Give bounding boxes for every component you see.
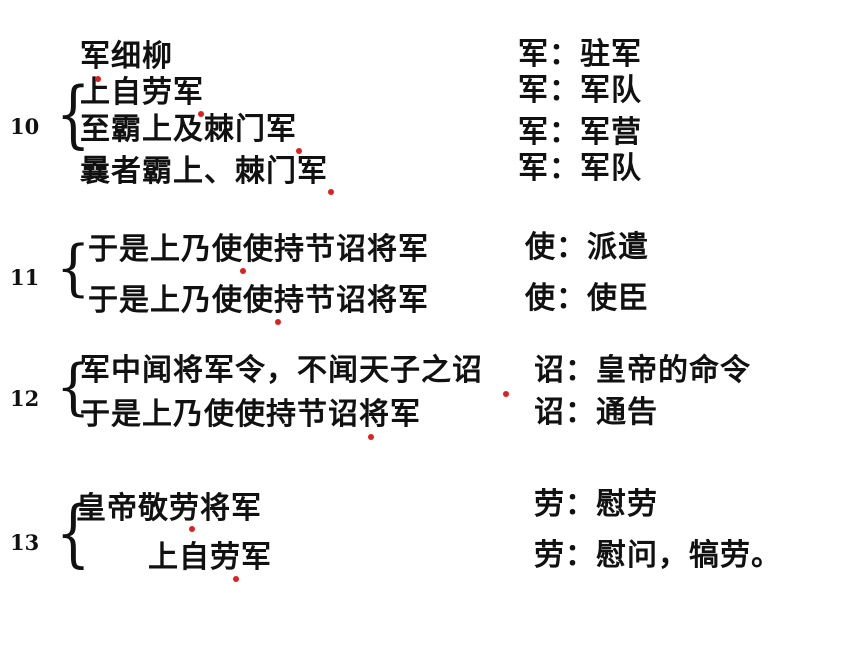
emphasis-dot <box>233 576 239 582</box>
item-number-11: 11 <box>10 265 40 290</box>
emphasis-dot <box>198 111 204 117</box>
item-number-10: 10 <box>10 114 40 139</box>
brace-11: { <box>56 232 91 303</box>
phrase-10-3: 至霸上及棘门军 <box>80 112 297 147</box>
gloss-10-2: 军：军队 <box>518 73 642 108</box>
item-number-12: 12 <box>10 386 40 411</box>
emphasis-dot <box>240 268 246 274</box>
emphasis-dot <box>189 526 195 532</box>
emphasis-dot <box>328 189 334 195</box>
gloss-11-1: 使：派遣 <box>525 230 649 265</box>
gloss-13-2: 劳：慰问，犒劳。 <box>534 538 782 573</box>
brace-13: { <box>56 490 91 576</box>
phrase-13-1: 皇帝敬劳将军 <box>76 491 262 526</box>
emphasis-dot <box>275 319 281 325</box>
emphasis-dot <box>368 434 374 440</box>
emphasis-dot <box>503 391 509 397</box>
brace-12: { <box>56 351 91 422</box>
phrase-10-2: 上自劳军 <box>80 75 204 110</box>
phrase-12-2: 于是上乃使使持节诏将军 <box>80 397 421 432</box>
gloss-12-1: 诏：皇帝的命令 <box>534 353 751 388</box>
phrase-13-2: 上自劳军 <box>148 540 272 575</box>
emphasis-dot <box>296 148 302 154</box>
gloss-13-1: 劳：慰劳 <box>534 487 658 522</box>
phrase-12-1: 军中闻将军令，不闻天子之诏 <box>80 353 483 388</box>
phrase-10-4: 曩者霸上、棘门军 <box>80 154 328 189</box>
emphasis-dot <box>95 76 101 82</box>
phrase-11-2: 于是上乃使使持节诏将军 <box>88 283 429 318</box>
gloss-12-2: 诏：通告 <box>534 395 658 430</box>
gloss-11-2: 使：使臣 <box>525 281 649 316</box>
gloss-10-1: 军：驻军 <box>518 37 642 72</box>
gloss-10-4: 军：军队 <box>518 151 642 186</box>
item-number-13: 13 <box>10 530 40 555</box>
phrase-11-1: 于是上乃使使持节诏将军 <box>88 232 429 267</box>
brace-10: { <box>56 71 91 157</box>
gloss-10-3: 军：军营 <box>518 115 642 150</box>
phrase-10-1: 军细柳 <box>80 39 173 74</box>
